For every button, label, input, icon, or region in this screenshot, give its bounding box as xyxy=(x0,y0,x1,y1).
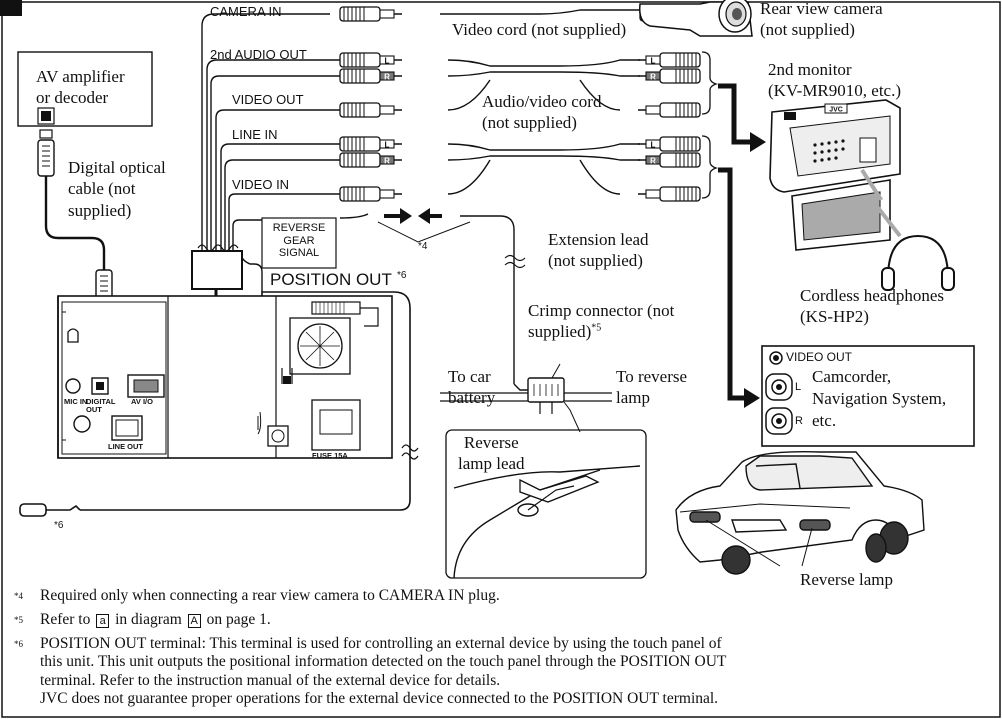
av-cords xyxy=(440,9,640,195)
rca-plug-dev-audio-r: R xyxy=(638,152,701,168)
rca-plug-line-l: L xyxy=(339,136,402,152)
second-monitor-label: 2nd monitor (KV-MR9010, etc.) xyxy=(768,60,901,101)
device-video-out-label: VIDEO OUT xyxy=(786,350,853,364)
reverse-footnote-mark: *4 xyxy=(418,241,428,252)
rca-plug-line-r: R xyxy=(339,152,402,168)
amplifier-label: AV amplifier or decoder xyxy=(36,67,125,108)
av-io-label: AV I/O xyxy=(131,397,153,406)
cordless-headphones xyxy=(881,234,955,291)
footnote-mark: *5 xyxy=(14,614,23,625)
plug-label-line-in: LINE IN xyxy=(232,127,278,142)
av-cord-label: Audio/video cord (not supplied) xyxy=(482,92,602,133)
reverse-lamp-label: Reverse lamp xyxy=(800,570,893,589)
plug-channel-mark: R xyxy=(384,73,390,82)
plug-label-video-in: VIDEO IN xyxy=(232,177,290,192)
rca-plug-dev-audio-l: L xyxy=(638,136,701,152)
rear-view-camera xyxy=(638,0,753,37)
crimp-connector-label: Crimp connector (not supplied)*5 xyxy=(528,301,675,342)
fuse-label: FUSE 15A xyxy=(312,451,348,460)
footnote-mark: *4 xyxy=(14,591,23,601)
rca-plug-audio-r: R xyxy=(339,68,402,84)
plug-channel-mark: R xyxy=(384,157,390,166)
position-out-mark: *6 xyxy=(397,270,407,281)
position-out-label: POSITION OUT xyxy=(270,270,392,289)
plug-channel-mark: L xyxy=(385,141,390,150)
rca-plug-video-in xyxy=(339,186,402,202)
plug-channel-mark: L xyxy=(385,57,390,66)
headphones-label: Cordless headphones (KS-HP2) xyxy=(800,286,945,327)
video-cord-label: Video cord (not supplied) xyxy=(452,20,627,39)
corner-tab xyxy=(0,0,22,16)
plug-label-camera-in: CAMERA IN xyxy=(210,4,282,19)
group-brackets xyxy=(701,51,719,199)
av-amplifier xyxy=(17,51,153,127)
optical-cable-label: Digital optical cable (not supplied) xyxy=(68,158,166,220)
rca-plug-mon-video xyxy=(638,102,701,118)
devices-label: Camcorder, Navigation System, etc. xyxy=(812,367,947,430)
car-illustration xyxy=(675,451,925,575)
rca-plug-camera-in xyxy=(339,6,402,22)
device-right-mark: R xyxy=(795,415,803,427)
to-battery-label: To car battery xyxy=(448,367,496,408)
cable-end-mark: *6 xyxy=(54,520,64,531)
ref-A-glyph: A xyxy=(187,613,201,628)
reverse-gear-signal-label: REVERSE GEAR SIGNAL xyxy=(272,222,326,259)
extension-lead xyxy=(460,215,530,391)
head-unit-rear xyxy=(57,295,393,459)
rca-plug-video-out xyxy=(339,102,402,118)
footnotes: *4 Required only when connecting a rear … xyxy=(14,587,989,709)
extension-lead-label: Extension lead (not supplied) xyxy=(548,230,649,271)
rca-plug-dev-video xyxy=(638,186,701,202)
footnote-6: *6 POSITION OUT terminal: This terminal … xyxy=(14,634,727,708)
external-device-panel xyxy=(761,345,975,447)
plug-label-video-out: VIDEO OUT xyxy=(232,92,304,107)
plug-label-2nd-audio-out: 2nd AUDIO OUT xyxy=(210,47,307,62)
reverse-lamp-lead-inset xyxy=(445,401,647,579)
line-out-label: LINE OUT xyxy=(108,442,143,451)
footnote-5: *5 Refer to a in diagram A on page 1. xyxy=(14,611,989,635)
reverse-lamp-lead-label: Reverse lamp lead xyxy=(458,433,525,474)
rear-camera-label: Rear view camera (not supplied) xyxy=(760,0,883,40)
ref-a-glyph: a xyxy=(96,613,110,628)
crimp-connector xyxy=(440,363,612,414)
rca-plug-mon-audio-l: L xyxy=(638,52,701,68)
rca-plug-audio-l: L xyxy=(339,52,402,68)
to-lamp-label: To reverse lamp xyxy=(616,367,688,408)
plug-channel-mark: L xyxy=(651,141,656,150)
footnote-mark: *6 xyxy=(14,638,23,649)
harness-connector xyxy=(191,250,243,290)
digital-out-label: DIGITAL OUT xyxy=(86,397,116,414)
second-monitor-device: JVC xyxy=(769,99,901,251)
mic-in-label: MIC IN xyxy=(64,397,88,406)
rca-plug-mon-audio-r: R xyxy=(638,68,701,84)
plug-channel-mark: L xyxy=(651,57,656,66)
position-out-cable xyxy=(19,291,419,517)
footnote-4: *4 Required only when connecting a rear … xyxy=(14,587,989,611)
plug-channel-mark: R xyxy=(650,73,656,82)
device-left-mark: L xyxy=(795,381,802,393)
plug-channel-mark: R xyxy=(650,157,656,166)
monitor-brand: JVC xyxy=(829,107,843,114)
reverse-gear-signal-box xyxy=(261,217,337,269)
